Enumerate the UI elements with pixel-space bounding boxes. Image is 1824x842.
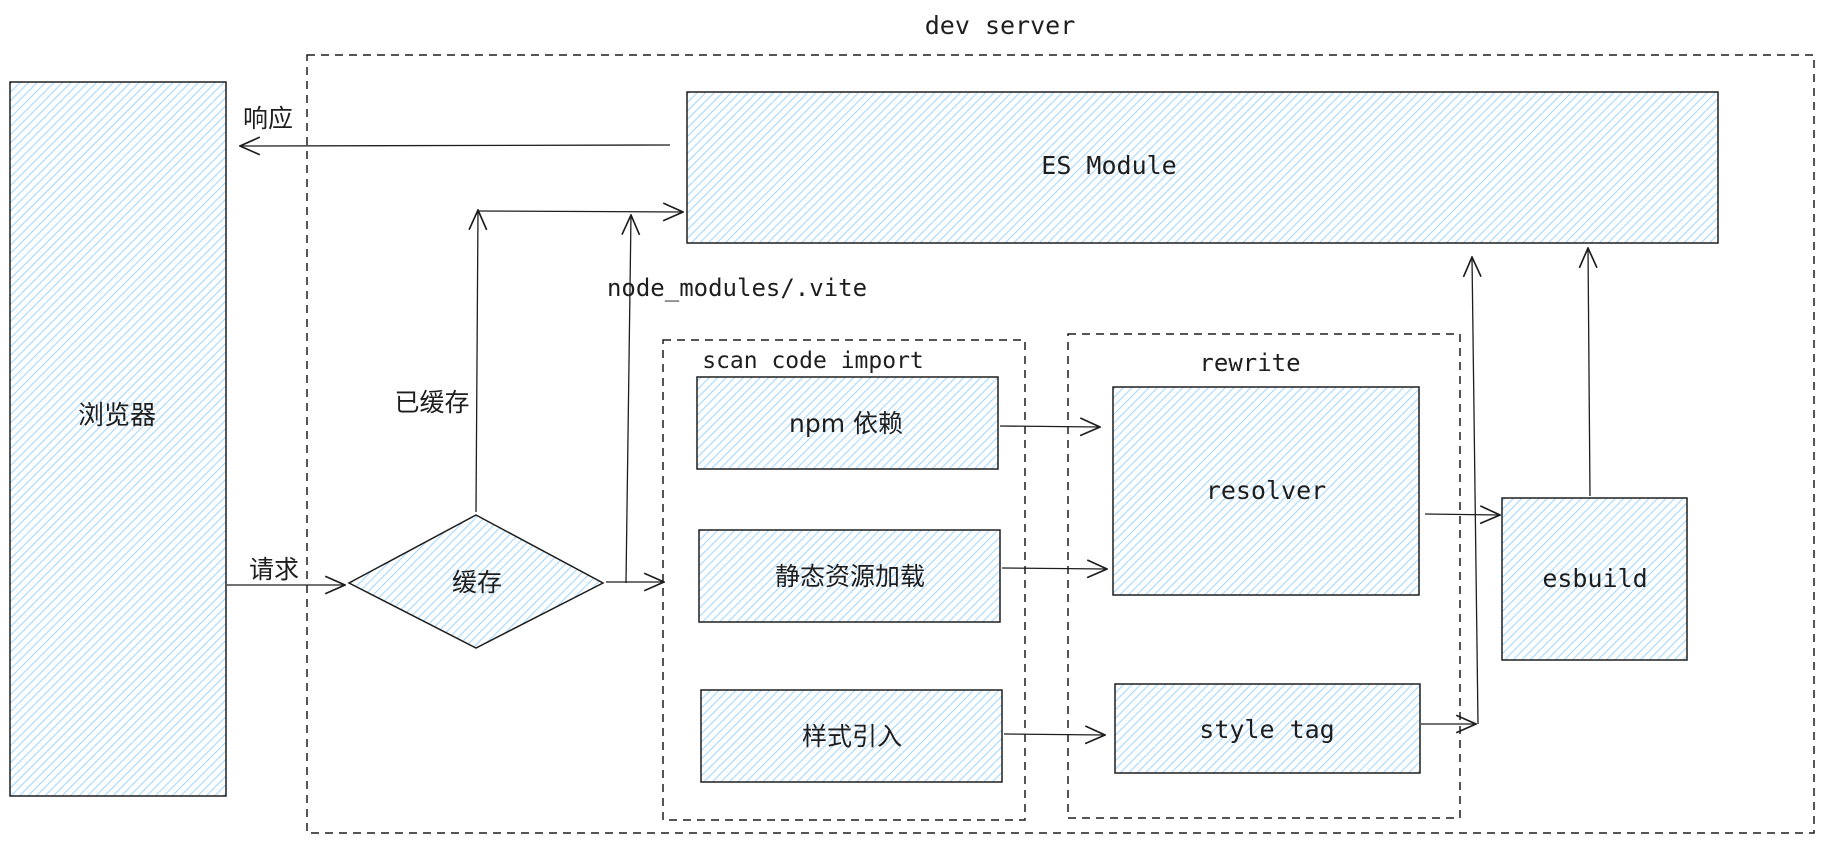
es-module-label: ES Module (1041, 151, 1176, 180)
node-modules-vite-label: node_modules/.vite (607, 274, 867, 302)
style-tag-box (1114, 683, 1421, 774)
resolver-box (1112, 386, 1420, 596)
static-to-rewrite-arrow (1001, 568, 1107, 569)
browser-label: 浏览器 (78, 401, 156, 431)
npm-deps-box (696, 376, 999, 470)
response-label: 响应 (243, 104, 293, 133)
response-arrow (240, 145, 671, 146)
scan-code-import-label: scan code import (702, 348, 924, 374)
cached-to-es-module-arrow (477, 211, 683, 212)
npm-deps-label: npm 依赖 (789, 409, 903, 438)
style-import-to-style-tag-arrow (1003, 734, 1105, 735)
esbuild-label: esbuild (1542, 564, 1647, 593)
cache-diamond (347, 514, 605, 649)
browser-box (9, 81, 227, 797)
style-import-label: 样式引入 (802, 722, 902, 751)
cached-label: 已缓存 (394, 388, 469, 417)
collector-up-to-es-module-arrow (1472, 257, 1478, 725)
style-import-box (700, 689, 1003, 783)
esbuild-up-to-es-module-arrow (1588, 248, 1590, 497)
dev-server-container (306, 54, 1815, 834)
resolver-label: resolver (1206, 476, 1326, 505)
cached-up-arrow (476, 210, 478, 513)
rewrite-container (1067, 333, 1461, 819)
resolver-to-esbuild-arrow (1424, 514, 1500, 515)
npm-to-rewrite-arrow (999, 426, 1100, 427)
request-label: 请求 (249, 555, 299, 584)
style-tag-label: style tag (1199, 715, 1334, 744)
dev-server-label: dev server (925, 11, 1076, 40)
rewrite-label: rewrite (1199, 349, 1300, 377)
node-modules-up-arrow (626, 215, 631, 584)
cache-label: 缓存 (452, 568, 502, 597)
static-assets-label: 静态资源加载 (775, 562, 925, 591)
es-module-box (686, 91, 1719, 244)
static-assets-box (698, 529, 1001, 623)
esbuild-box (1501, 497, 1688, 661)
